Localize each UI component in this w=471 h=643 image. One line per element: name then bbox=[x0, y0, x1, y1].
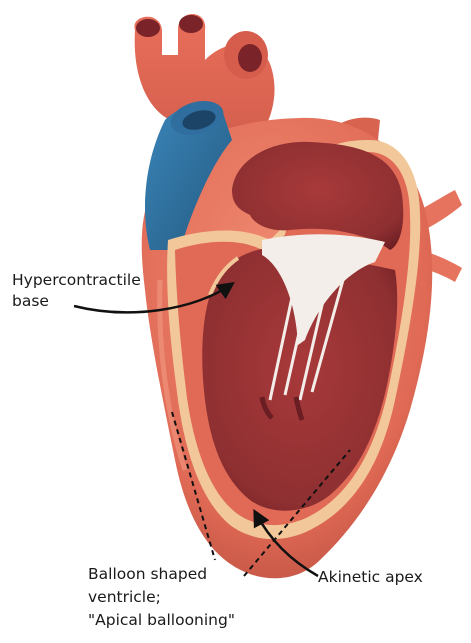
label-ventricle-line2: ventricle; bbox=[88, 586, 235, 609]
label-ventricle-line1: Balloon shaped bbox=[88, 563, 235, 586]
label-apex-text: Akinetic apex bbox=[318, 567, 423, 588]
label-akinetic-apex: Akinetic apex bbox=[318, 567, 423, 588]
label-balloon-ventricle: Balloon shaped ventricle; "Apical balloo… bbox=[88, 563, 235, 632]
label-hypercontractile-base: Hypercontractile base bbox=[12, 270, 141, 312]
label-ventricle-line3: "Apical ballooning" bbox=[88, 609, 235, 632]
label-base-line1: Hypercontractile bbox=[12, 270, 141, 291]
label-base-line2: base bbox=[12, 291, 141, 312]
